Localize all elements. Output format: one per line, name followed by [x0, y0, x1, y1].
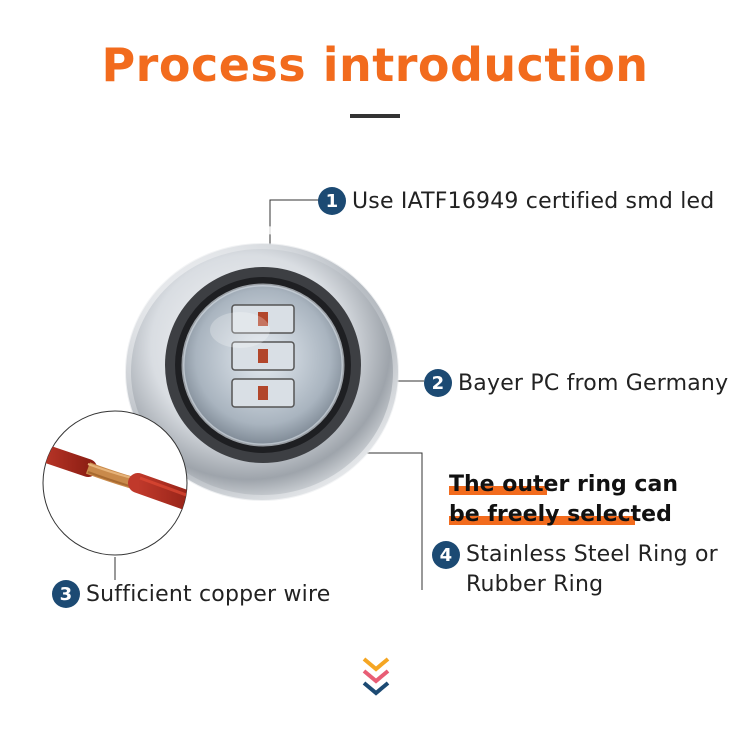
callout-text: Use IATF16949 certified smd led	[352, 188, 715, 214]
number-badge: 4	[432, 541, 460, 569]
highlight-line-1: The outer ring can	[449, 470, 679, 500]
highlight-text: The outer ring can	[449, 472, 678, 497]
callout-ring: 4 Stainless Steel Ring or Rubber Ring	[432, 540, 718, 600]
number-badge: 2	[424, 369, 452, 397]
page-title: Process introduction	[101, 38, 649, 92]
number-badge: 3	[52, 580, 80, 608]
callout-text: Stainless Steel Ring or	[466, 542, 718, 567]
number-badge: 1	[318, 187, 346, 215]
led-marker-light	[125, 225, 399, 501]
callout-text: Bayer PC from Germany	[458, 370, 729, 396]
callout-pc: 2 Bayer PC from Germany	[424, 369, 728, 397]
chevron-down-icon	[362, 657, 390, 696]
callout-led: 1 Use IATF16949 certified smd led	[318, 187, 714, 215]
callout-text: Rubber Ring	[466, 572, 604, 597]
callout-text: Sufficient copper wire	[86, 581, 331, 607]
highlight-line-2: be freely selected	[449, 500, 679, 530]
title-underline	[350, 114, 400, 118]
highlight-text: be freely selected	[449, 502, 672, 527]
ring-highlight: The outer ring can be freely selected	[449, 470, 679, 530]
callout-wire: 3 Sufficient copper wire	[52, 580, 330, 608]
